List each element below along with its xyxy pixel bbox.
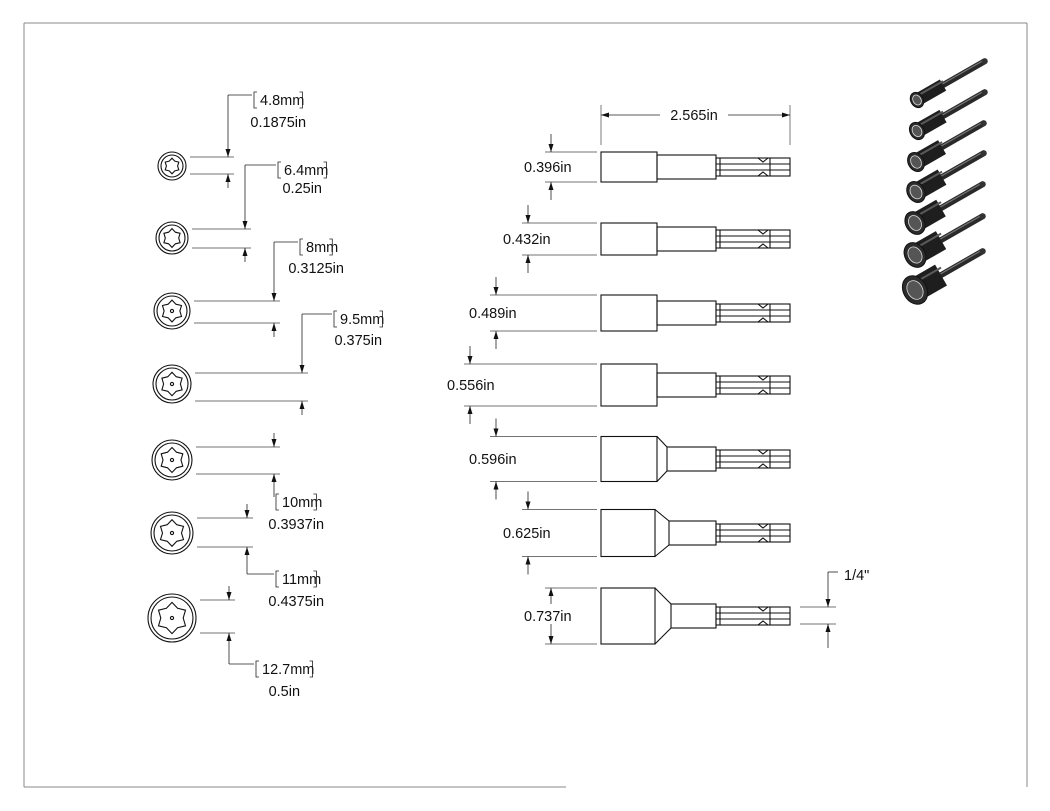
socket-side-view: 0.432in bbox=[503, 205, 791, 273]
socket-head bbox=[600, 222, 658, 256]
hex-shank bbox=[715, 449, 791, 469]
socket-front-view: 8mm 0.3125in bbox=[153, 238, 344, 337]
head-diameter-label: 0.737in bbox=[524, 609, 572, 625]
socket-side-view: 0.556in bbox=[447, 346, 791, 424]
hex-shank bbox=[715, 229, 791, 249]
head-diameter-label: 0.596in bbox=[469, 452, 517, 468]
socket-inch-label: 0.5in bbox=[269, 684, 300, 700]
hex-shank bbox=[715, 606, 791, 626]
socket-outer-circle bbox=[157, 151, 187, 181]
socket-head bbox=[600, 363, 658, 407]
socket-inch-label: 0.375in bbox=[334, 333, 382, 349]
socket-front-view: 9.5mm 0.375in bbox=[152, 310, 384, 415]
hex-shank bbox=[715, 523, 791, 543]
socket-outer-circle bbox=[147, 593, 197, 643]
socket-head bbox=[600, 294, 658, 332]
socket-side-views: 0.396in 0.432in 0.489in 0.556in 0.596in 0.625… bbox=[447, 134, 791, 645]
socket-inner-circle bbox=[153, 514, 191, 552]
socket-center-hole bbox=[169, 615, 175, 621]
socket-inch-label: 0.4375in bbox=[268, 594, 324, 610]
head-diameter-label: 0.396in bbox=[524, 160, 572, 176]
socket-head bbox=[600, 435, 658, 483]
socket-shank bbox=[656, 372, 717, 398]
socket-inner-circle bbox=[154, 442, 190, 478]
isometric-socket bbox=[906, 150, 987, 203]
isometric-socket bbox=[903, 213, 986, 268]
socket-head bbox=[600, 151, 658, 183]
socket-inner-circle bbox=[158, 224, 186, 252]
overall-length-dimension: 2.565in bbox=[600, 105, 791, 145]
socket-hex-opening bbox=[161, 299, 183, 323]
socket-head bbox=[600, 508, 656, 558]
hex-shank-dimension: 1/4" bbox=[800, 568, 869, 648]
isometric-socket bbox=[909, 58, 988, 109]
isometric-socket bbox=[904, 181, 986, 235]
socket-shank bbox=[656, 154, 717, 180]
socket-side-view: 0.737in bbox=[524, 587, 791, 645]
socket-front-view: 10mm 0.3937in bbox=[151, 433, 324, 533]
socket-mm-label: 11mm bbox=[282, 572, 321, 588]
isometric-socket bbox=[901, 248, 986, 305]
socket-shank bbox=[666, 446, 717, 472]
socket-inner-circle bbox=[150, 596, 194, 640]
socket-inch-label: 0.1875in bbox=[250, 115, 306, 131]
socket-side-view: 0.489in bbox=[469, 277, 791, 349]
socket-mm-label: 6.4mm bbox=[284, 163, 328, 179]
socket-set-isometric-image bbox=[901, 58, 988, 305]
overall-length-label: 2.565in bbox=[670, 108, 718, 124]
socket-center-hole bbox=[169, 381, 175, 387]
socket-side-view: 0.625in bbox=[503, 491, 791, 575]
socket-hex-opening bbox=[159, 518, 185, 548]
isometric-socket bbox=[908, 89, 988, 141]
socket-mm-label: 10mm bbox=[282, 495, 322, 511]
socket-hex-opening bbox=[161, 371, 183, 397]
socket-outer-circle bbox=[155, 221, 189, 255]
hex-shank bbox=[715, 157, 791, 177]
head-diameter-label: 0.489in bbox=[469, 306, 517, 322]
socket-inner-circle bbox=[155, 367, 189, 401]
socket-front-view: 6.4mm 0.25in bbox=[155, 161, 328, 262]
socket-center-hole bbox=[169, 530, 175, 536]
socket-inch-label: 0.25in bbox=[282, 181, 322, 197]
socket-shank bbox=[656, 226, 717, 252]
socket-outer-circle bbox=[150, 511, 194, 555]
socket-mm-label: 4.8mm bbox=[260, 93, 304, 109]
socket-front-views: 4.8mm 0.1875in 6.4mm 0.25in 8mm 0.3125in 9.5mm… bbox=[147, 91, 384, 700]
socket-inner-circle bbox=[156, 295, 188, 327]
hex-shank bbox=[715, 375, 791, 395]
socket-front-view: 4.8mm 0.1875in bbox=[157, 91, 306, 188]
socket-shank bbox=[670, 603, 717, 629]
hex-shank bbox=[715, 303, 791, 323]
socket-inch-label: 0.3937in bbox=[268, 517, 324, 533]
socket-hex-opening bbox=[163, 227, 181, 249]
socket-mm-label: 9.5mm bbox=[340, 312, 384, 328]
socket-inch-label: 0.3125in bbox=[288, 261, 344, 277]
head-diameter-label: 0.556in bbox=[447, 378, 495, 394]
socket-shank bbox=[668, 520, 717, 546]
head-diameter-label: 0.625in bbox=[503, 526, 551, 542]
socket-center-hole bbox=[169, 457, 175, 463]
socket-side-view: 0.396in bbox=[524, 134, 791, 200]
hex-shank-label: 1/4" bbox=[844, 568, 869, 584]
socket-head bbox=[600, 587, 656, 645]
isometric-socket bbox=[907, 120, 987, 172]
socket-hex-opening bbox=[160, 446, 184, 474]
socket-mm-label: 12.7mm bbox=[262, 662, 314, 678]
socket-front-view: 11mm 0.4375in bbox=[150, 504, 324, 610]
socket-mm-label: 8mm bbox=[306, 240, 338, 256]
socket-hex-opening bbox=[157, 601, 187, 635]
head-diameter-label: 0.432in bbox=[503, 232, 551, 248]
socket-center-hole bbox=[169, 308, 175, 314]
socket-side-view: 0.596in bbox=[469, 418, 791, 500]
socket-shank bbox=[656, 300, 717, 326]
socket-outer-circle bbox=[153, 292, 191, 330]
socket-outer-circle bbox=[152, 364, 192, 404]
sheet-border bbox=[23, 22, 1028, 788]
socket-inner-circle bbox=[160, 154, 184, 178]
socket-outer-circle bbox=[151, 439, 193, 481]
socket-front-view: 12.7mm 0.5in bbox=[147, 586, 314, 700]
socket-hex-opening bbox=[164, 157, 180, 175]
